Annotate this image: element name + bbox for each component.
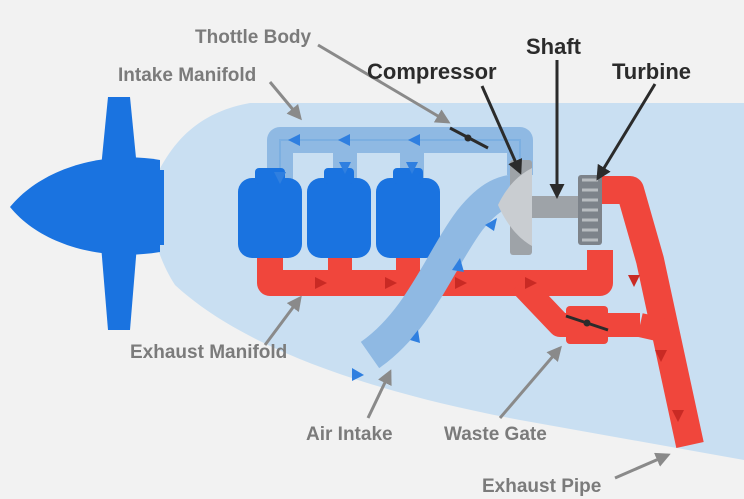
exhaust-flow-arrows [315, 275, 684, 422]
propeller-icon [10, 97, 164, 330]
leader-lines-dark [480, 60, 657, 199]
intake-flow-arrows [274, 134, 497, 381]
label-exhaust-pipe: Exhaust Pipe [482, 476, 601, 497]
label-exhaust-manifold: Exhaust Manifold [130, 342, 287, 363]
label-waste-gate: Waste Gate [444, 424, 547, 445]
leader-lines [263, 43, 671, 480]
label-throttle-body: Thottle Body [195, 27, 312, 48]
throttle-valve [449, 126, 489, 150]
label-air-intake: Air Intake [306, 424, 393, 445]
compressor [498, 160, 532, 255]
label-intake-manifold: Intake Manifold [118, 65, 256, 86]
cylinder-icon [238, 168, 440, 258]
shaft [532, 196, 582, 218]
air-intake-pipe [360, 174, 521, 369]
turbine [578, 175, 602, 245]
label-compressor: Compressor [367, 59, 497, 84]
label-shaft: Shaft [526, 34, 582, 59]
waste-gate-valve [565, 314, 609, 332]
label-turbine: Turbine [612, 59, 691, 84]
